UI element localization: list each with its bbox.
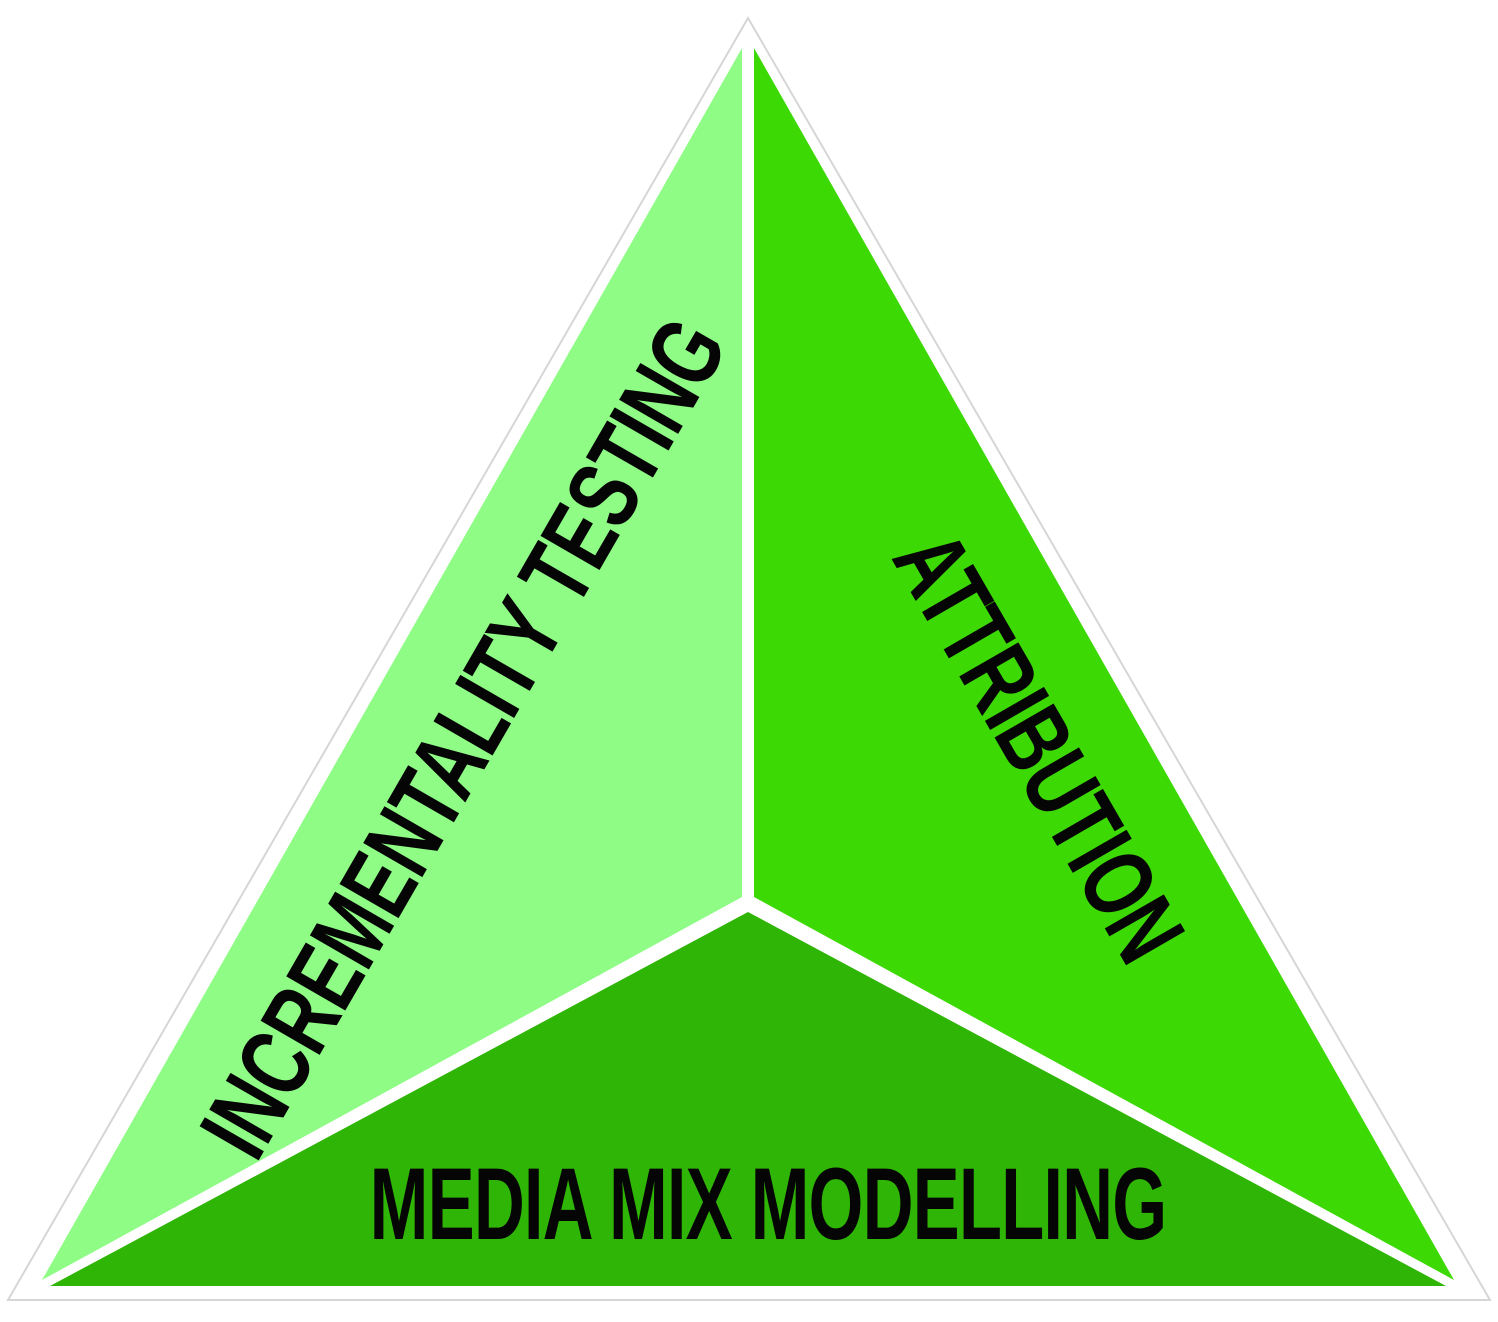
segment-attribution [754,48,1454,1280]
segment-media-mix-modelling [50,912,1446,1286]
label-media-mix-modelling: MEDIA MIX MODELLING [370,1146,1167,1261]
segment-incrementality-testing [42,48,742,1280]
